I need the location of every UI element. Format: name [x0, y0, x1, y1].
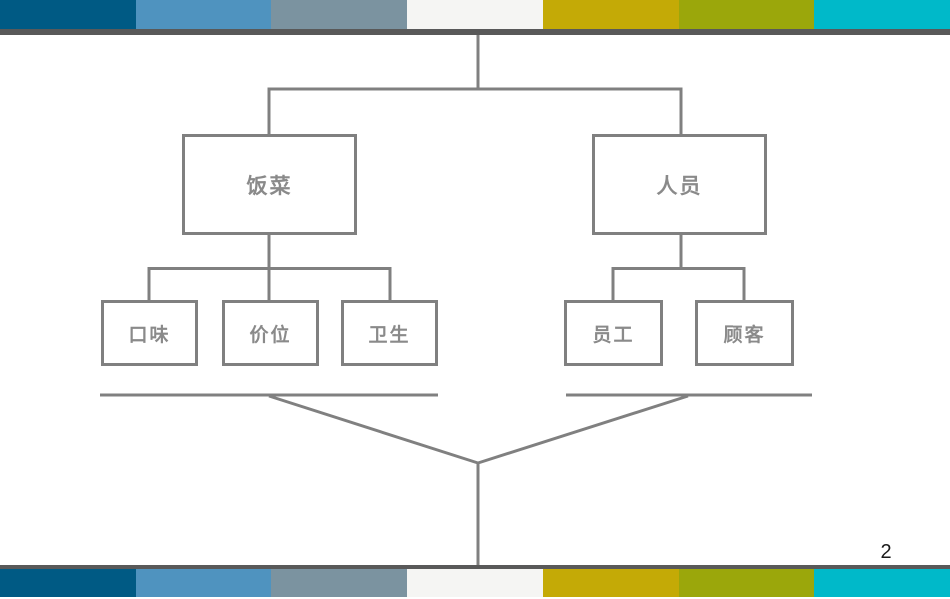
theme-strip-segment [407, 569, 543, 597]
diagram-box-staff: 员工 [564, 300, 663, 366]
theme-strip-segment [814, 569, 950, 597]
diagram-box-personnel: 人员 [592, 134, 767, 235]
diagram-box-customer: 顾客 [695, 300, 794, 366]
diagram-box-label: 价位 [249, 324, 292, 346]
theme-strip-segment [271, 0, 408, 29]
top-rule-line [0, 29, 950, 35]
diagram-box-label: 饭菜 [246, 174, 293, 198]
theme-strip-segment [542, 569, 679, 597]
theme-strip-segment [678, 569, 815, 597]
diagram-box-label: 口味 [128, 324, 171, 346]
bottom-rule-line [0, 565, 950, 569]
theme-strip-segment [0, 0, 136, 29]
diagram-box-label: 顾客 [723, 324, 766, 346]
converging-line [268, 394, 479, 465]
theme-strip-segment [542, 0, 679, 29]
diagram-box-label: 人员 [656, 174, 703, 198]
diagram-box-label: 卫生 [368, 324, 411, 346]
diagram-box-price: 价位 [222, 300, 319, 366]
top-theme-strip [0, 0, 950, 29]
page-number: 2 [880, 541, 892, 563]
theme-strip-segment [814, 0, 950, 29]
diagram-box-hygiene: 卫生 [341, 300, 438, 366]
converging-line [477, 394, 689, 465]
bottom-theme-strip [0, 569, 950, 597]
theme-strip-segment [271, 569, 408, 597]
diagram-box-taste: 口味 [101, 300, 198, 366]
theme-strip-segment [407, 0, 543, 29]
diagram-box-label: 员工 [592, 324, 635, 346]
diagram-box-food: 饭菜 [182, 134, 357, 235]
theme-strip-segment [678, 0, 815, 29]
theme-strip-segment [135, 569, 272, 597]
theme-strip-segment [135, 0, 272, 29]
theme-strip-segment [0, 569, 136, 597]
